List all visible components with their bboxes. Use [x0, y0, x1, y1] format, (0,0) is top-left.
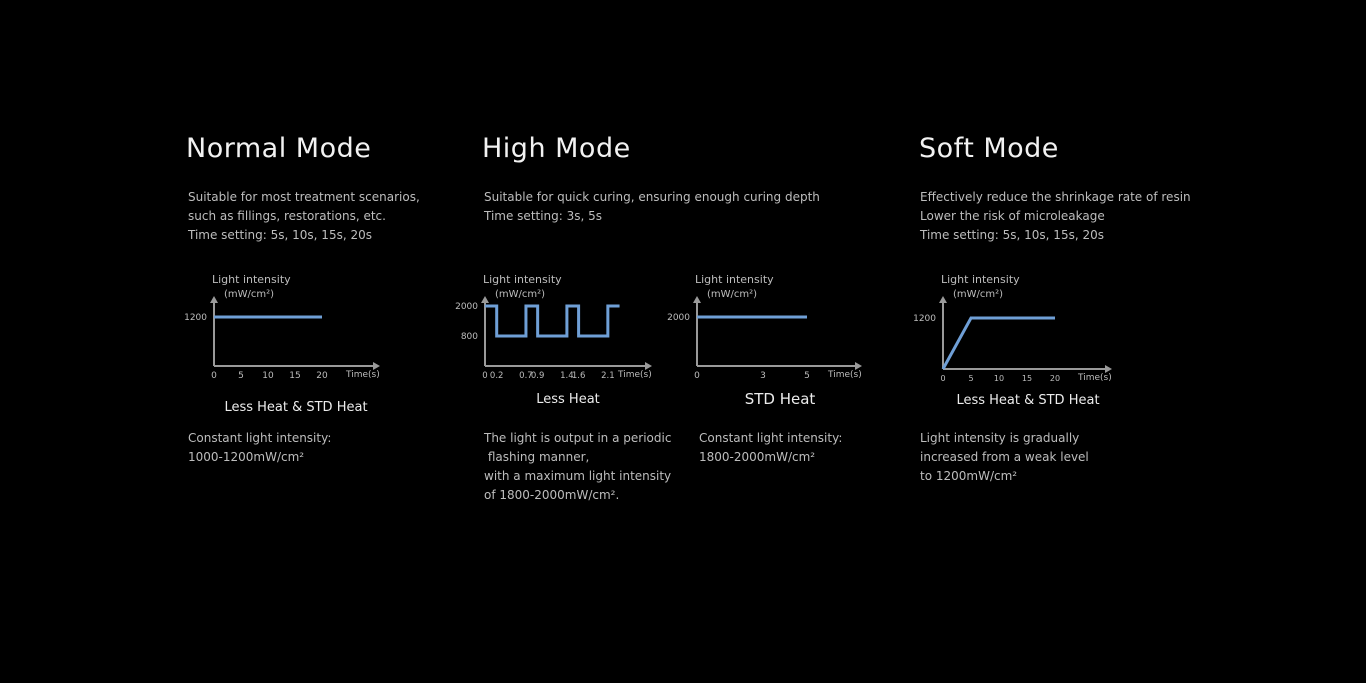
x-tick-label: 0.7 — [519, 371, 533, 381]
soft-mode-note: Light intensity is gradually increased f… — [920, 429, 1089, 486]
x-axis-arrow-icon — [1105, 365, 1112, 373]
desc-line: Time setting: 3s, 5s — [484, 209, 603, 223]
normal-mode-description: Suitable for most treatment scenarios, s… — [188, 188, 420, 245]
x-tick-label: 1.6 — [572, 371, 586, 381]
desc-line: Suitable for most treatment scenarios, — [188, 190, 420, 204]
x-tick-label: 1.4 — [560, 371, 574, 381]
x-tick-label: 15 — [289, 371, 300, 381]
x-tick-label: 0.2 — [490, 371, 504, 381]
x-tick-label: 15 — [1022, 374, 1032, 383]
desc-line: Time setting: 5s, 10s, 15s, 20s — [920, 228, 1104, 242]
note-line: 1000-1200mW/cm² — [188, 450, 305, 464]
note-line: Light intensity is gradually — [920, 431, 1080, 445]
x-axis-arrow-icon — [645, 362, 652, 370]
x-tick-label: 0 — [211, 371, 217, 381]
soft-mode-title: Soft Mode — [919, 133, 1059, 164]
desc-line: Suitable for quick curing, ensuring enou… — [484, 190, 820, 204]
y-tick-label: 800 — [461, 332, 478, 342]
high-mode-less-heat-note: The light is output in a periodic flashi… — [484, 429, 671, 505]
note-line: Constant light intensity: — [188, 431, 332, 445]
x-tick-label: 20 — [316, 371, 328, 381]
x-tick-label: 2.1 — [601, 371, 615, 381]
y-axis-label: Light intensity — [212, 273, 291, 286]
x-tick-label: 20 — [1050, 374, 1060, 383]
x-tick-label: 5 — [238, 371, 244, 381]
y-tick-label: 1200 — [184, 313, 207, 323]
x-axis-label: Time(s) — [617, 370, 652, 380]
high-mode-std-heat-label: STD Heat — [744, 390, 816, 408]
normal-mode-title: Normal Mode — [186, 133, 372, 164]
note-line: Constant light intensity: — [699, 431, 843, 445]
normal-mode-heat-label: Less Heat & STD Heat — [224, 400, 368, 415]
x-axis-arrow-icon — [373, 362, 380, 370]
y-axis-unit: (mW/cm²) — [953, 289, 1003, 300]
high-mode-std-heat-note: Constant light intensity: 1800-2000mW/cm… — [699, 429, 842, 467]
x-axis-label: Time(s) — [827, 370, 862, 380]
note-line: flashing manner, — [484, 450, 590, 464]
y-axis-label: Light intensity — [695, 273, 774, 286]
data-series-line — [485, 304, 620, 338]
soft-mode-chart: Light intensity (mW/cm²) 1200 0 5 10 15 20 Time(… — [913, 273, 1112, 383]
desc-line: Effectively reduce the shrinkage rate of… — [920, 190, 1191, 204]
normal-mode-chart: Light intensity (mW/cm²) 1200 0 5 10 15 20 Time(… — [184, 273, 380, 381]
y-axis-arrow-icon — [939, 296, 947, 303]
normal-mode-note: Constant light intensity: 1000-1200mW/cm… — [188, 429, 331, 467]
note-line: with a maximum light intensity — [484, 469, 672, 483]
y-axis-arrow-icon — [693, 296, 701, 303]
high-mode-std-heat-chart: Light intensity (mW/cm²) 2000 0 3 5 Time(s) — [667, 273, 862, 381]
soft-mode-heat-label: Less Heat & STD Heat — [956, 393, 1100, 408]
y-axis-unit: (mW/cm²) — [707, 289, 757, 300]
high-mode-less-heat-label: Less Heat — [536, 392, 600, 407]
note-line: The light is output in a periodic — [484, 431, 672, 445]
y-axis-unit: (mW/cm²) — [495, 289, 545, 300]
y-axis-label: Light intensity — [941, 273, 1020, 286]
y-axis-label: Light intensity — [483, 273, 562, 286]
high-mode-description: Suitable for quick curing, ensuring enou… — [484, 188, 820, 226]
y-axis-arrow-icon — [481, 296, 489, 303]
y-tick-label: 1200 — [913, 314, 936, 324]
x-tick-label: 3 — [760, 371, 766, 381]
x-tick-label: 0 — [694, 371, 700, 381]
x-axis-label: Time(s) — [345, 370, 380, 380]
x-axis-label: Time(s) — [1077, 373, 1112, 383]
data-series-line — [941, 316, 1055, 370]
high-mode-title: High Mode — [482, 133, 631, 164]
x-tick-label: 0 — [940, 374, 945, 383]
desc-line: such as fillings, restorations, etc. — [188, 209, 386, 223]
x-tick-label: 10 — [262, 371, 274, 381]
desc-line: Time setting: 5s, 10s, 15s, 20s — [188, 228, 372, 242]
x-axis-arrow-icon — [855, 362, 862, 370]
x-tick-label: 0 — [482, 371, 487, 381]
y-axis-arrow-icon — [210, 296, 218, 303]
y-tick-label: 2000 — [455, 302, 478, 312]
note-line: 1800-2000mW/cm² — [699, 450, 816, 464]
desc-line: Lower the risk of microleakage — [920, 209, 1105, 223]
note-line: increased from a weak level — [920, 450, 1089, 464]
note-line: of 1800-2000mW/cm². — [484, 488, 620, 502]
x-tick-label: 10 — [994, 374, 1004, 383]
y-tick-label: 2000 — [667, 313, 690, 323]
x-tick-label: 5 — [968, 374, 973, 383]
note-line: to 1200mW/cm² — [920, 469, 1018, 483]
x-tick-label: 0.9 — [531, 371, 545, 381]
soft-mode-description: Effectively reduce the shrinkage rate of… — [920, 188, 1191, 245]
y-axis-unit: (mW/cm²) — [224, 289, 274, 300]
x-tick-label: 5 — [804, 371, 810, 381]
